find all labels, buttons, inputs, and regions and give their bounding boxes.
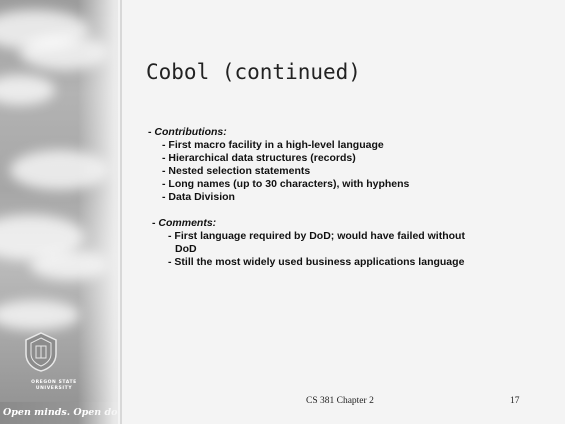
slide-body: - Contributions: - First macro facility … <box>148 126 548 269</box>
slide-number: 17 <box>510 396 520 406</box>
list-item: - Still the most widely used business ap… <box>168 256 465 268</box>
list-item: - Hierarchical data structures (records) <box>162 152 356 164</box>
section-label-comments: - Comments: <box>152 217 217 229</box>
list-item: - Nested selection statements <box>162 165 311 177</box>
university-seal-icon <box>25 332 57 372</box>
list-item: - First language required by DoD; would … <box>168 230 465 255</box>
comments-list: - First language required by DoD; would … <box>148 230 548 269</box>
list-item: - Data Division <box>162 191 235 203</box>
section-label-contributions: - Contributions: <box>148 126 227 138</box>
contributions-list: - First macro facility in a high-level l… <box>148 139 548 204</box>
university-wordmark: OREGON STATE UNIVERSITY <box>4 380 104 392</box>
wordmark-line-2: UNIVERSITY <box>35 386 73 391</box>
slide-title: Cobol (continued) <box>146 60 361 84</box>
list-item: - Long names (up to 30 characters), with… <box>162 178 410 190</box>
tagline-text: Open minds. Open doors. <box>3 407 118 418</box>
slide-footer: CS 381 Chapter 2 <box>306 396 374 406</box>
list-item: - First macro facility in a high-level l… <box>162 139 384 151</box>
wordmark-line-1: OREGON STATE <box>31 380 77 385</box>
vertical-divider <box>120 0 122 424</box>
strip-fade <box>78 0 138 424</box>
